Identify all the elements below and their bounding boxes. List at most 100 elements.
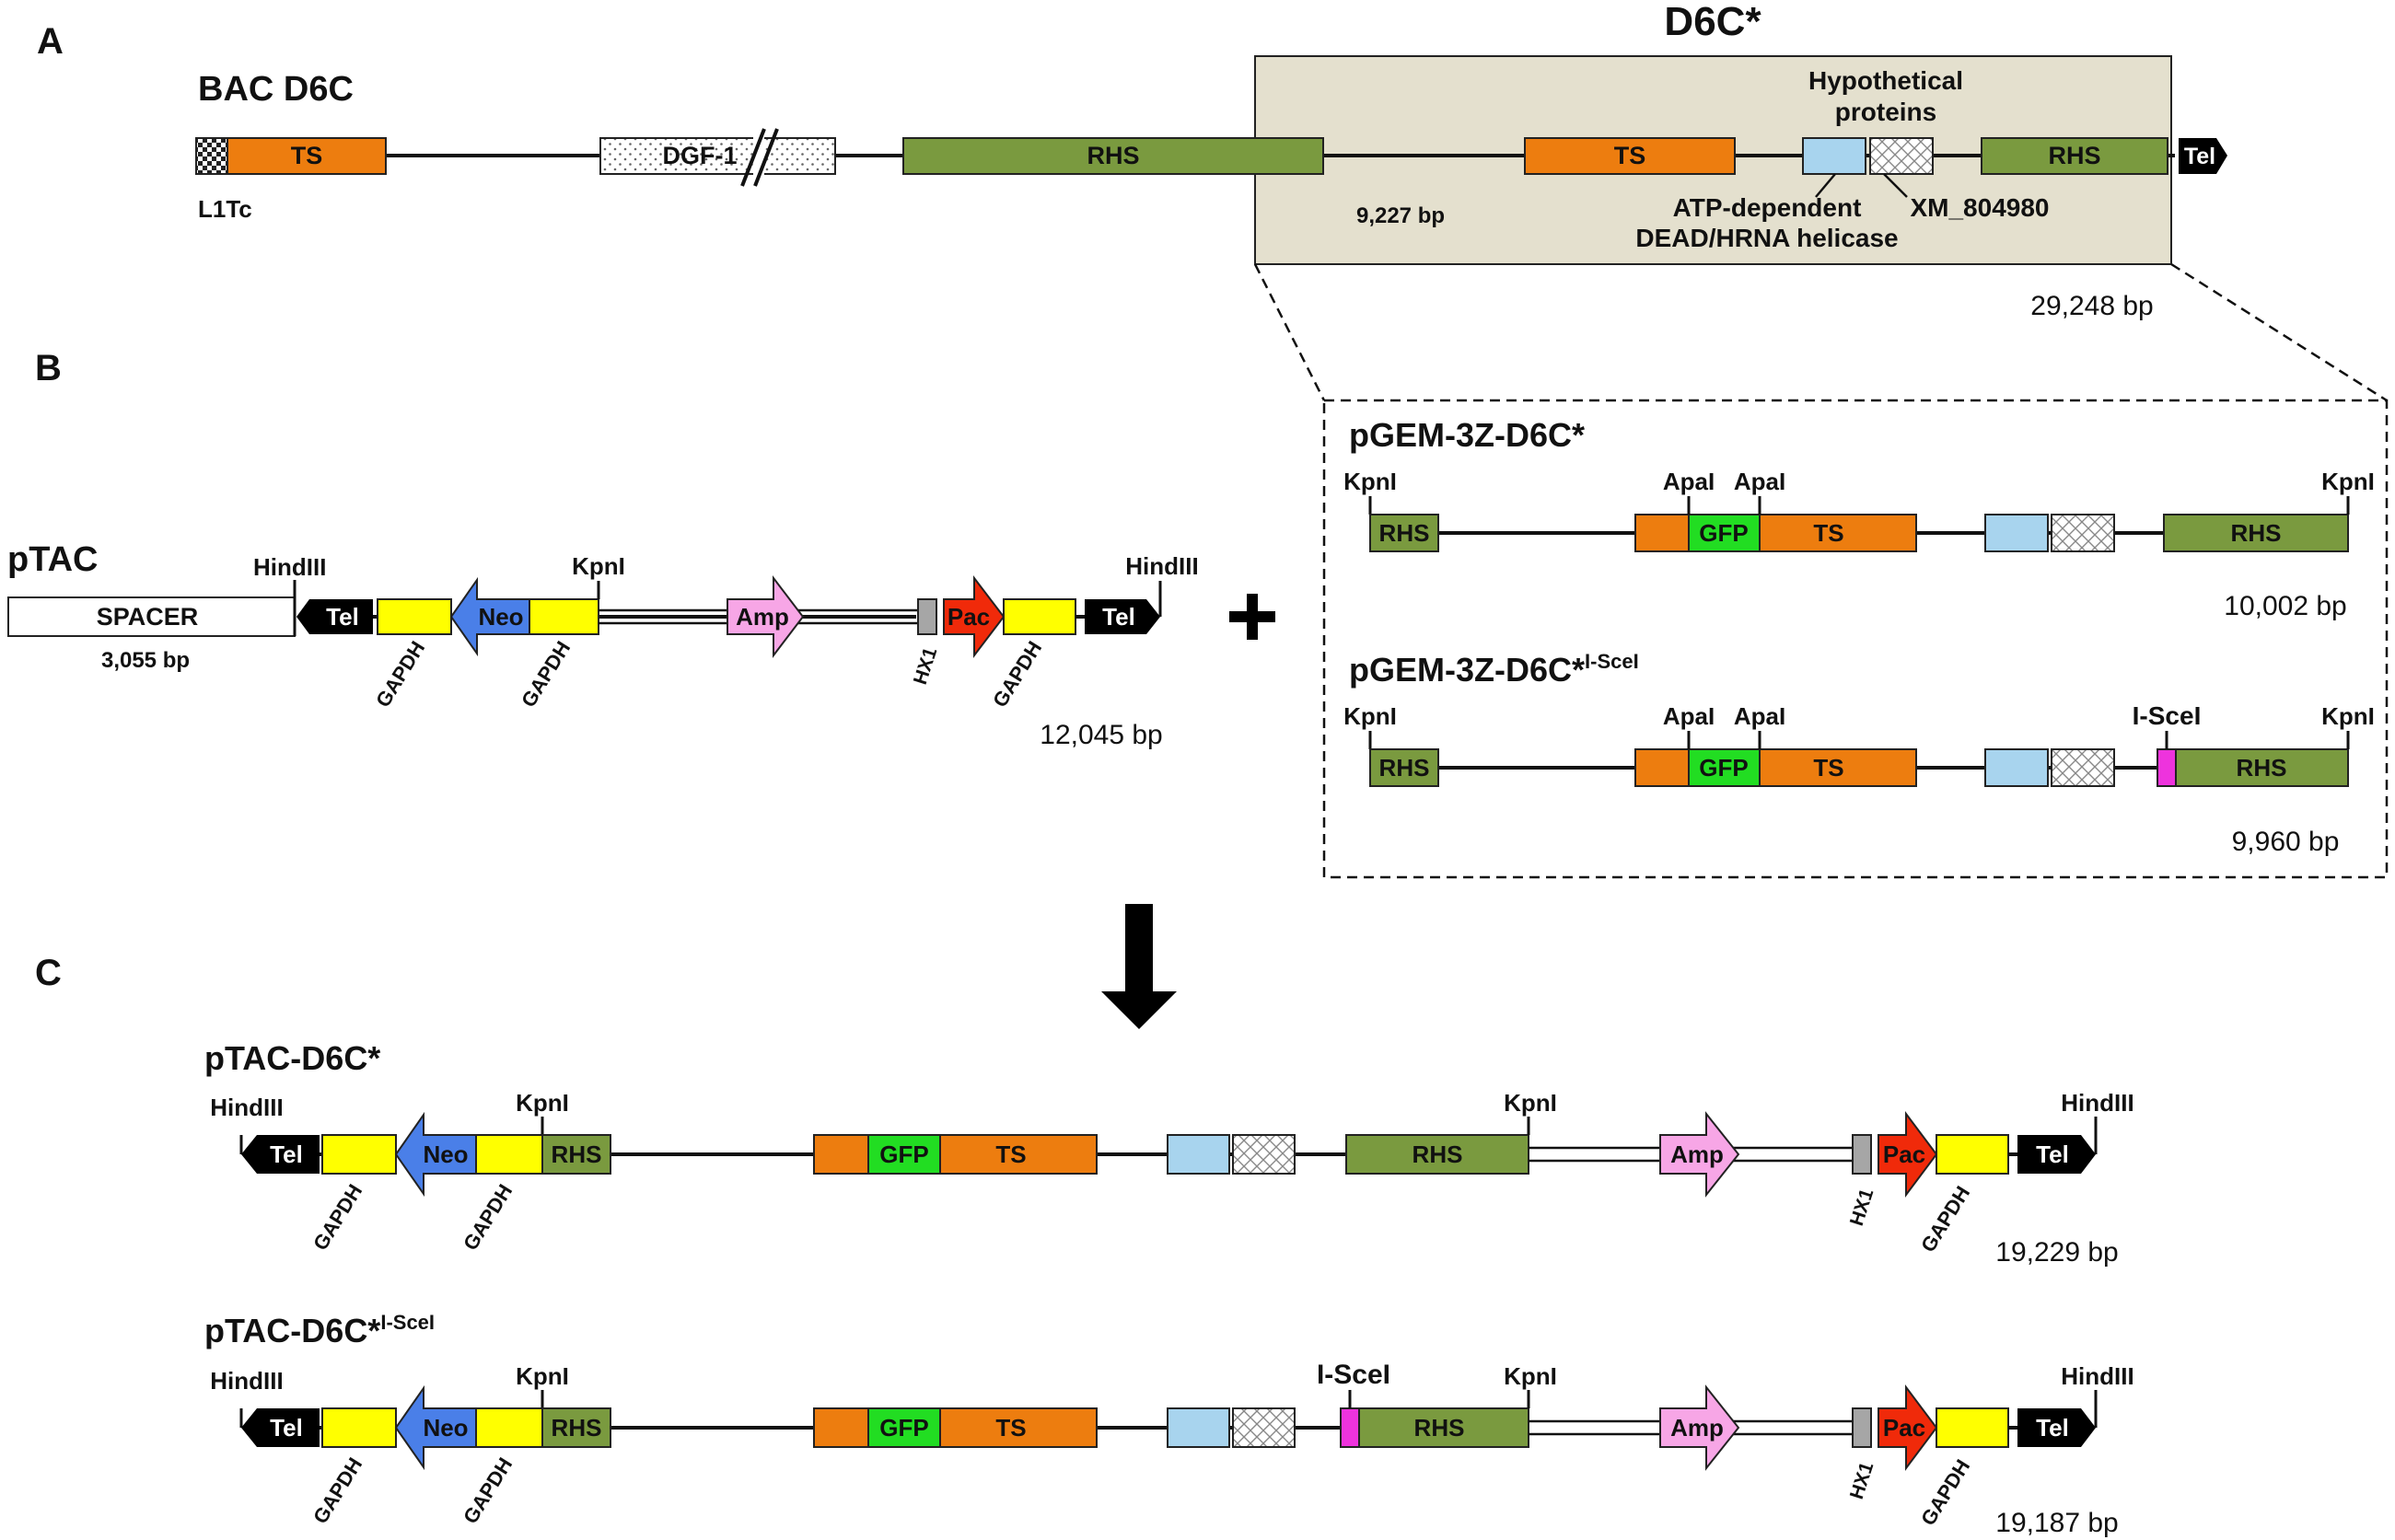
tel-label-c2-right: Tel xyxy=(2036,1414,2069,1442)
xm-block-c1 xyxy=(1232,1134,1296,1175)
helicase-gene xyxy=(1802,137,1866,175)
tel-icon-c1-right xyxy=(2017,1135,2096,1174)
zoom-line-left xyxy=(1253,263,1326,401)
gapdh-block-c1-1 xyxy=(321,1134,397,1175)
tel-icon-ptac-right xyxy=(1085,599,1160,634)
rhs-label-c1-left: RHS xyxy=(552,1141,602,1168)
zoom-line-right xyxy=(2170,262,2388,402)
apai-label-pgem2-right: ApaI xyxy=(1734,702,1785,730)
ts-block-c2-b xyxy=(939,1407,1098,1448)
intergenic-size: 9,227 bp xyxy=(1356,203,1445,228)
ts-block-c2-a xyxy=(813,1407,869,1448)
gapdh-label-c1-3: GAPDH xyxy=(1916,1182,1974,1256)
kpni-label-c1-right: KpnI xyxy=(1504,1089,1557,1117)
hindiii-label-left: HindIII xyxy=(253,553,326,581)
spacer-size: 3,055 bp xyxy=(101,648,190,673)
kpni-label-c2-right: KpnI xyxy=(1504,1362,1557,1390)
kpni-label-ptac: KpnI xyxy=(572,552,625,580)
ts-label-c1: TS xyxy=(995,1141,1026,1168)
neo-label-c1: Neo xyxy=(423,1141,468,1168)
gfp-block-pgem1 xyxy=(1688,514,1761,552)
hypothetical-label-line1: Hypothetical xyxy=(1808,66,1963,95)
helicase-block-pgem1 xyxy=(1984,514,2049,552)
gapdh-label-3: GAPDH xyxy=(988,637,1046,712)
l1tc-element xyxy=(195,137,228,175)
tel-label-ptac-left: Tel xyxy=(326,603,359,631)
pgem2-title-sup: I-SceI xyxy=(1585,650,1639,673)
panel-letter-b: B xyxy=(35,348,62,388)
amp-arrow-icon-c2 xyxy=(1659,1384,1740,1471)
ts-block-pgem1-a xyxy=(1634,514,1690,552)
ts-block-pgem1-b xyxy=(1759,514,1917,552)
iscei-label-c2: I-SceI xyxy=(1317,1360,1390,1390)
spacer-label: SPACER xyxy=(97,603,199,631)
pac-arrow-icon-c2 xyxy=(1878,1384,1938,1471)
tel-icon-c1-left xyxy=(241,1135,320,1174)
hindiii-label-c2-left: HindIII xyxy=(210,1367,283,1395)
c2-title: pTAC-D6C*I-SceI xyxy=(204,1311,435,1349)
tel-label-c2-left: Tel xyxy=(270,1414,303,1442)
rhs-block-c1-left xyxy=(541,1134,611,1175)
c2-title-main: pTAC-D6C* xyxy=(204,1312,380,1349)
rhs-label-pgem2-right: RHS xyxy=(2237,754,2287,782)
gapdh-label-c1-1: GAPDH xyxy=(308,1180,366,1255)
ts-block-pgem2-a xyxy=(1634,748,1690,787)
tel-icon-ptac-left xyxy=(296,599,373,634)
pac-arrow-icon xyxy=(943,575,1006,658)
panel-b: B pTAC SPACER 3,055 bp HindIII Tel GAPDH… xyxy=(7,348,2389,879)
rhs-gene-1 xyxy=(902,137,1324,175)
gfp-block-c1 xyxy=(867,1134,941,1175)
hx1-label-b: HX1 xyxy=(910,644,942,687)
hypothetical-label-line2: proteins xyxy=(1835,98,1936,126)
ts-block-pgem2-b xyxy=(1759,748,1917,787)
amp-arrow-icon xyxy=(727,575,805,658)
rhs-block-c2-right xyxy=(1358,1407,1529,1448)
iscei-block-pgem2 xyxy=(2157,748,2177,787)
hx1-block xyxy=(917,598,937,635)
ts-label-2: TS xyxy=(1614,142,1646,169)
gfp-label-c1: GFP xyxy=(879,1141,928,1168)
rhs-block-pgem2-left xyxy=(1369,748,1439,787)
gapdh-block-c2-2 xyxy=(475,1407,543,1448)
panel-letter-a: A xyxy=(37,21,64,62)
ts-label-pgem2: TS xyxy=(1813,754,1843,782)
ts-gene-2 xyxy=(1524,137,1736,175)
pac-arrow-icon-c1 xyxy=(1878,1111,1938,1198)
hindiii-label-right: HindIII xyxy=(1125,552,1198,580)
tel-label-c1-left: Tel xyxy=(270,1141,303,1168)
xm-leader xyxy=(1883,173,1908,198)
rhs-label-pgem1-right: RHS xyxy=(2231,519,2282,547)
tel-label-c1-right: Tel xyxy=(2036,1141,2069,1168)
c1-size: 19,229 bp xyxy=(1995,1237,2118,1268)
gapdh-block-1 xyxy=(377,598,452,635)
gfp-label-pgem1: GFP xyxy=(1699,519,1748,547)
kpni-label-pgem1-left: KpnI xyxy=(1343,468,1397,495)
helicase-label-line2: DEAD/HRNA helicase xyxy=(1635,224,1898,252)
rhs-block-c2-left xyxy=(541,1407,611,1448)
apai-label-pgem1-left: ApaI xyxy=(1663,468,1715,495)
amp-label-b: Amp xyxy=(736,603,789,631)
amp-label-c2: Amp xyxy=(1670,1414,1724,1442)
gapdh-block-2 xyxy=(529,598,599,635)
d6c-size: 29,248 bp xyxy=(2030,291,2153,321)
rhs-gene-2 xyxy=(1981,137,2168,175)
iscei-label-pgem2: I-SceI xyxy=(2133,701,2202,730)
kpni-label-c2-left: KpnI xyxy=(516,1362,569,1390)
pac-label-b: Pac xyxy=(948,603,990,631)
tel-label-ptac-right: Tel xyxy=(1102,603,1135,631)
ts-label-c2: TS xyxy=(995,1414,1026,1442)
dgf1-gene xyxy=(599,137,836,175)
tel-icon-a xyxy=(2179,138,2227,174)
l1tc-label: L1Tc xyxy=(198,195,252,223)
amp-arrow-icon-c1 xyxy=(1659,1111,1740,1198)
rhs-label-pgem1-left: RHS xyxy=(1379,519,1430,547)
pac-label-c2: Pac xyxy=(1883,1414,1925,1442)
plus-icon xyxy=(1229,594,1275,640)
kpni-label-c1-left: KpnI xyxy=(516,1089,569,1117)
gapdh-block-c2-3 xyxy=(1936,1407,2009,1448)
pac-label-c1: Pac xyxy=(1883,1141,1925,1168)
pgem-dashed-box xyxy=(1322,399,2389,879)
panel-a: A D6C* BAC D6C L1Tc TS DGF-1 RHS 9,227 b… xyxy=(37,0,2388,402)
gapdh-label-c1-2: GAPDH xyxy=(459,1180,517,1255)
rhs-block-pgem2-right xyxy=(2175,748,2349,787)
